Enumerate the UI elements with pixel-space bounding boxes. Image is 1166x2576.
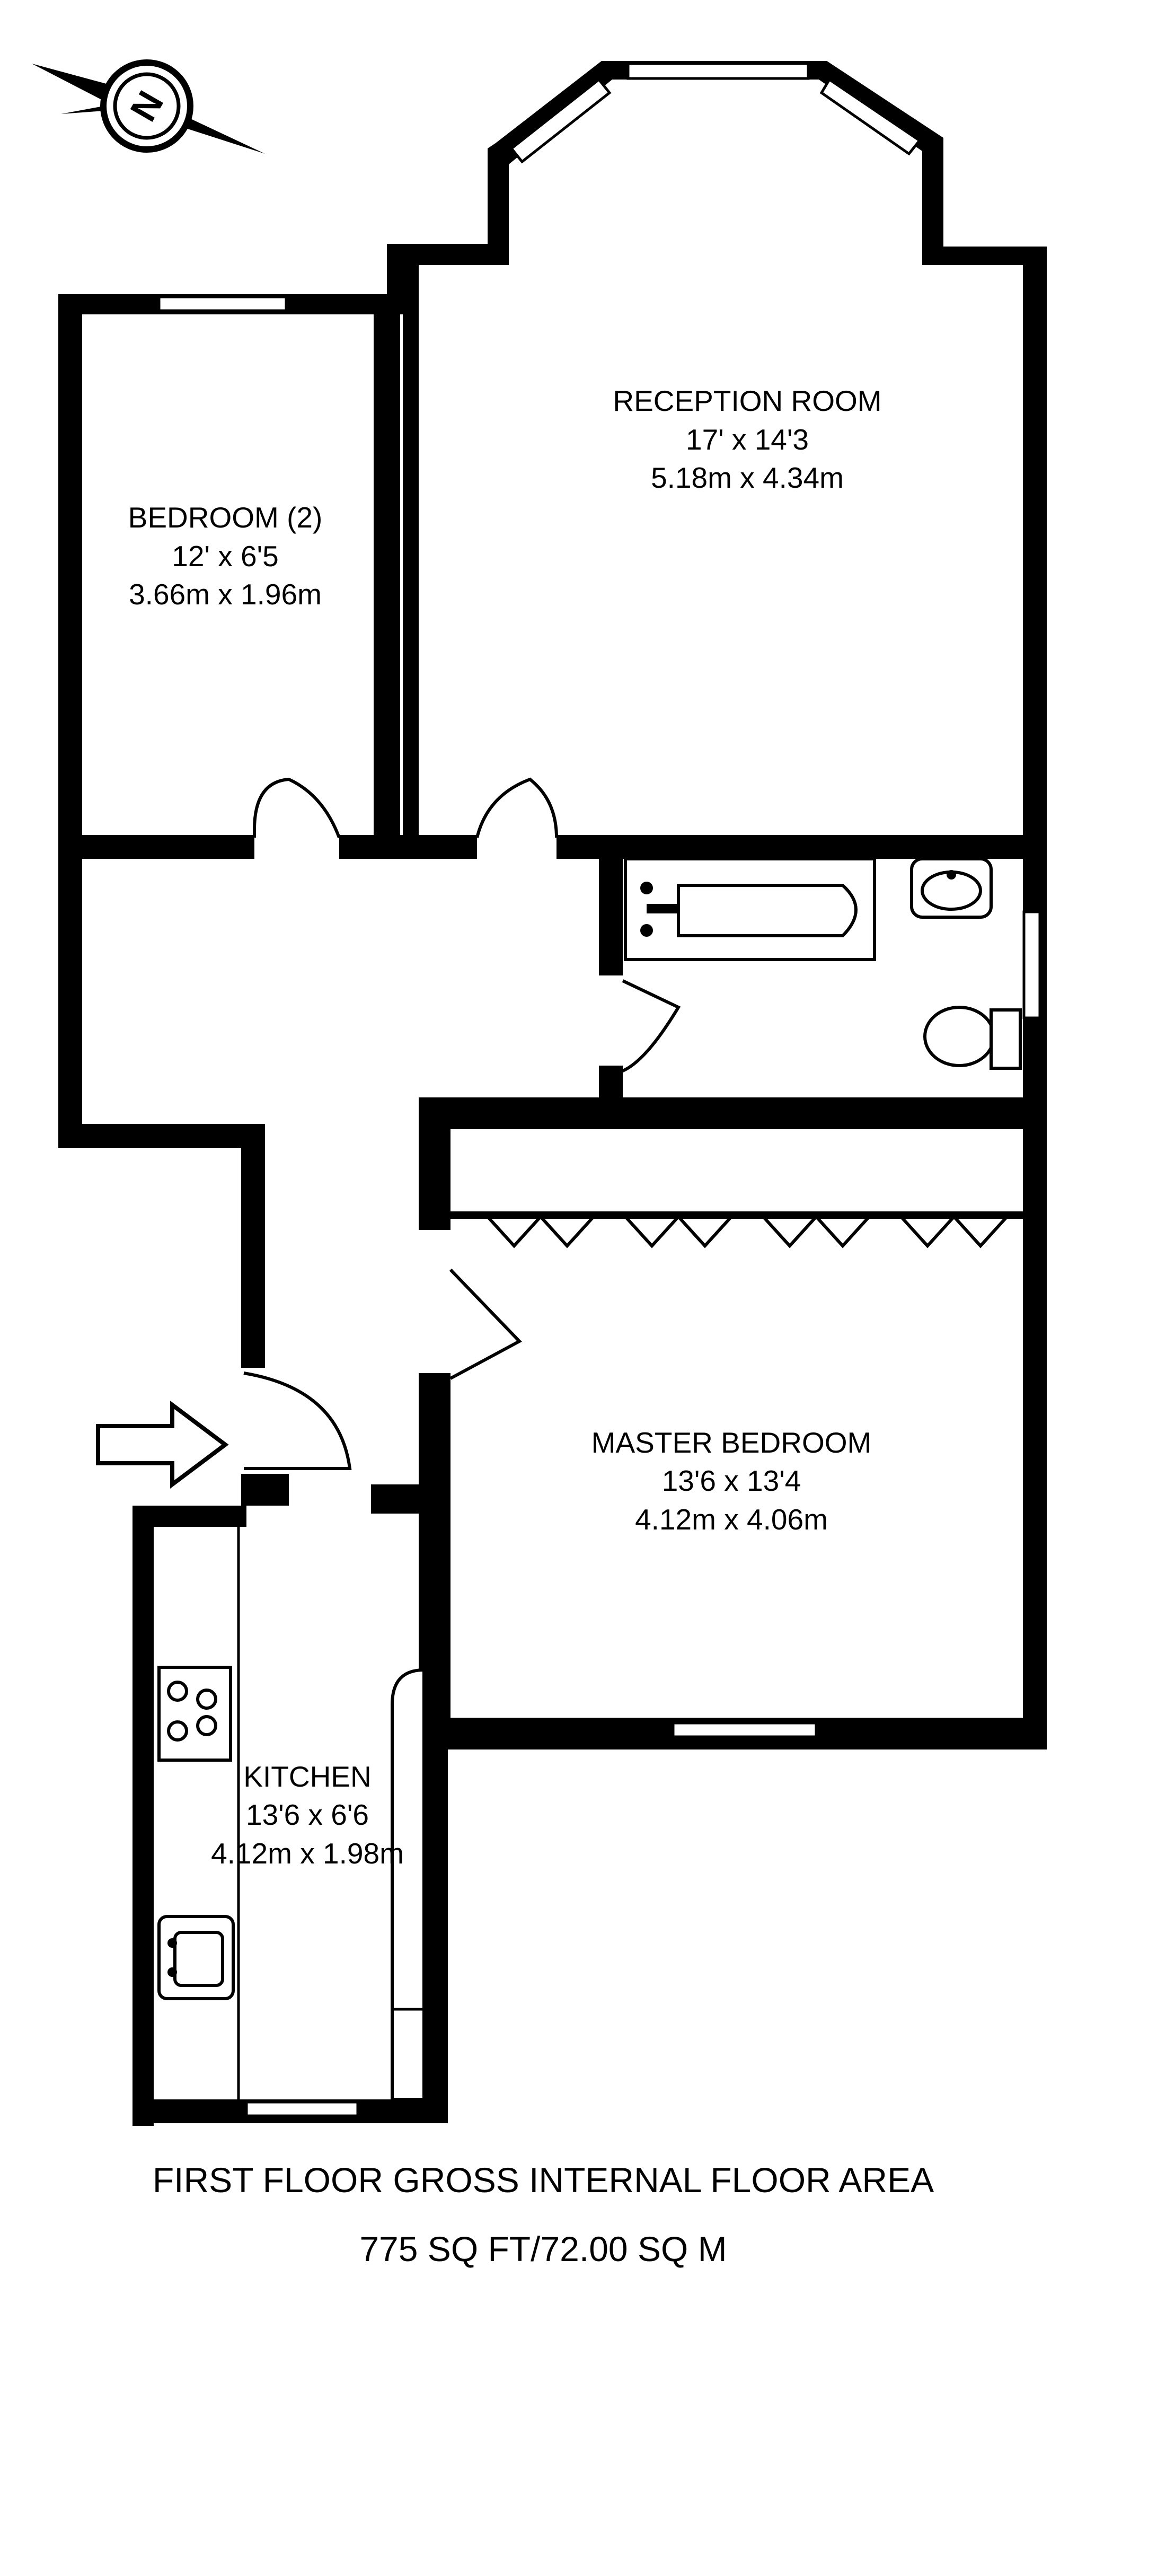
- kitchen-window: [245, 2100, 359, 2117]
- bedroom2-walls: [58, 294, 405, 1142]
- wardrobe-doors-icon: [486, 1214, 1009, 1249]
- kitchen-metric: 4.12m x 1.98m: [211, 1837, 404, 1870]
- kitchen-imperial: 13'6 x 6'6: [246, 1798, 369, 1831]
- bathroom-window: [1022, 910, 1041, 1019]
- kitchen-label: KITCHEN 13'6 x 6'6 4.12m x 1.98m: [211, 1760, 404, 1870]
- bedroom2-metric: 3.66m x 1.96m: [129, 578, 322, 611]
- kitchen-name: KITCHEN: [243, 1760, 371, 1793]
- reception-window-right: [819, 77, 922, 156]
- compass-icon: N: [32, 59, 265, 154]
- reception-label: RECEPTION ROOM 17' x 14'3 5.18m x 4.34m: [613, 384, 881, 494]
- master-metric: 4.12m x 4.06m: [635, 1503, 828, 1536]
- master-window: [672, 1721, 818, 1738]
- entrance-door-icon: [243, 1371, 352, 1470]
- washbasin-icon: [910, 857, 993, 919]
- kitchen-counter-right: [391, 1668, 426, 2101]
- floor-area-value: 775 SQ FT/72.00 SQ M: [359, 2229, 727, 2269]
- reception-window-center: [626, 62, 810, 80]
- reception-window-left: [509, 77, 612, 164]
- hob-icon: [157, 1666, 232, 1762]
- reception-name: RECEPTION ROOM: [613, 384, 881, 417]
- toilet-icon: [923, 1006, 1022, 1070]
- master-label: MASTER BEDROOM 13'6 x 13'4 4.12m x 4.06m: [591, 1426, 872, 1536]
- kitchen-walls: [132, 1500, 448, 2126]
- bedroom2-label: BEDROOM (2) 12' x 6'5 3.66m x 1.96m: [128, 501, 323, 611]
- bathroom-door-icon: [622, 979, 681, 1072]
- master-imperial: 13'6 x 13'4: [662, 1464, 801, 1497]
- floor-area-title: FIRST FLOOR GROSS INTERNAL FLOOR AREA: [153, 2160, 934, 2200]
- bedroom2-door-icon: [253, 777, 341, 839]
- kitchen-sink-icon: [157, 1915, 235, 2000]
- reception-metric: 5.18m x 4.34m: [651, 461, 844, 494]
- bedroom2-window: [157, 295, 288, 312]
- bedroom2-name: BEDROOM (2): [128, 501, 323, 534]
- bathtub-icon: [624, 857, 876, 961]
- entrance-arrow-icon: [96, 1401, 229, 1489]
- corridor-walls: [58, 835, 1047, 1514]
- master-name: MASTER BEDROOM: [591, 1426, 872, 1459]
- master-door-icon: [449, 1268, 522, 1380]
- bedroom2-imperial: 12' x 6'5: [172, 540, 278, 573]
- reception-imperial: 17' x 14'3: [686, 423, 809, 456]
- master-walls: [419, 1097, 1047, 1749]
- reception-door-icon: [475, 777, 558, 838]
